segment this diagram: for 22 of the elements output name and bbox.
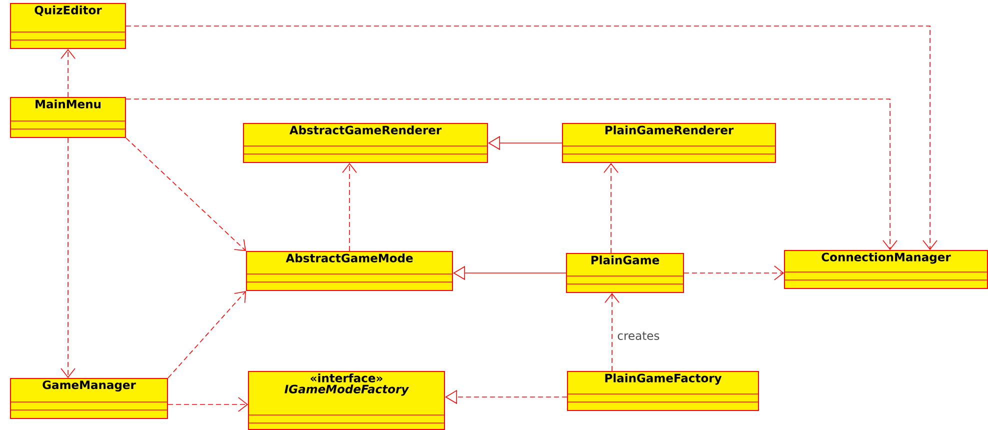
class-box: GameManager bbox=[10, 378, 168, 419]
arrow bbox=[126, 26, 938, 250]
class-box: AbstractGameRenderer bbox=[242, 123, 488, 163]
class-box: AbstractGameMode bbox=[246, 251, 453, 291]
arrow bbox=[126, 138, 246, 251]
class-box: QuizEditor bbox=[10, 3, 126, 49]
class-box: «interface» IGameModeFactory bbox=[248, 371, 445, 430]
arrow bbox=[684, 266, 784, 280]
arrow bbox=[60, 49, 76, 98]
class-box: PlainGame bbox=[566, 253, 684, 293]
arrow bbox=[342, 163, 357, 252]
class-box: PlainGameFactory bbox=[566, 371, 759, 411]
class-box: MainMenu bbox=[10, 97, 126, 138]
arrow bbox=[168, 290, 246, 378]
arrow bbox=[126, 98, 898, 250]
arrow bbox=[604, 163, 618, 254]
arrow bbox=[604, 293, 620, 372]
arrow bbox=[168, 397, 248, 412]
class-box: PlainGameRenderer bbox=[562, 123, 776, 163]
class-box: ConnectionManager bbox=[784, 250, 988, 289]
edge-label: creates bbox=[616, 330, 661, 341]
arrow bbox=[60, 138, 76, 378]
